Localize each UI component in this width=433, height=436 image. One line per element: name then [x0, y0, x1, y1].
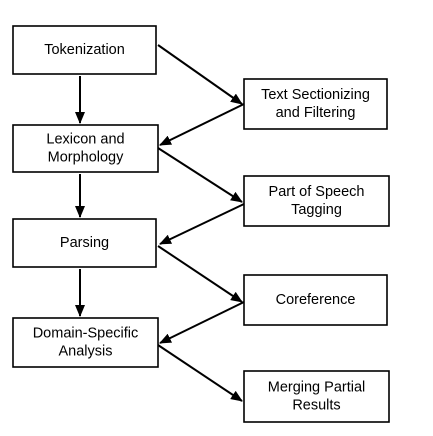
node-label: Domain-Specific: [33, 326, 139, 342]
node-label: Results: [292, 398, 340, 414]
arrow-coreference-to-domain: [159, 301, 245, 344]
node-label: Text Sectionizing: [261, 87, 370, 103]
node-label: Analysis: [59, 344, 113, 360]
node-box: [12, 317, 159, 368]
node-label: Coreference: [276, 292, 356, 308]
node-label: Merging Partial: [268, 380, 366, 396]
node-tokenization: Tokenization: [12, 25, 157, 75]
node-label: Lexicon and: [46, 132, 124, 148]
arrow-domain-to-merging: [157, 344, 243, 402]
node-box: [243, 370, 390, 423]
edges-layer: [75, 44, 245, 402]
arrow-tokenization-to-sectioning: [157, 44, 243, 105]
node-box: [12, 218, 157, 268]
arrow-pos-to-parsing: [159, 203, 245, 245]
arrow-lexicon-to-pos: [157, 147, 243, 203]
node-parsing: Parsing: [12, 218, 157, 268]
node-label: Parsing: [60, 235, 109, 251]
node-box: [243, 78, 388, 130]
node-box: [12, 25, 157, 75]
node-coreference: Coreference: [243, 274, 388, 326]
node-label: and Filtering: [276, 105, 356, 121]
node-box: [12, 124, 159, 173]
arrow-sectioning-to-lexicon: [159, 103, 245, 146]
arrow-parsing-to-coreference: [157, 245, 243, 303]
node-label: Tokenization: [44, 42, 125, 58]
node-label: Morphology: [48, 150, 125, 166]
node-label: Part of Speech: [269, 184, 365, 200]
node-box: [243, 175, 390, 227]
node-label: Tagging: [291, 202, 342, 218]
node-box: [243, 274, 388, 326]
node-sectioning: Text Sectionizing and Filtering: [243, 78, 388, 130]
